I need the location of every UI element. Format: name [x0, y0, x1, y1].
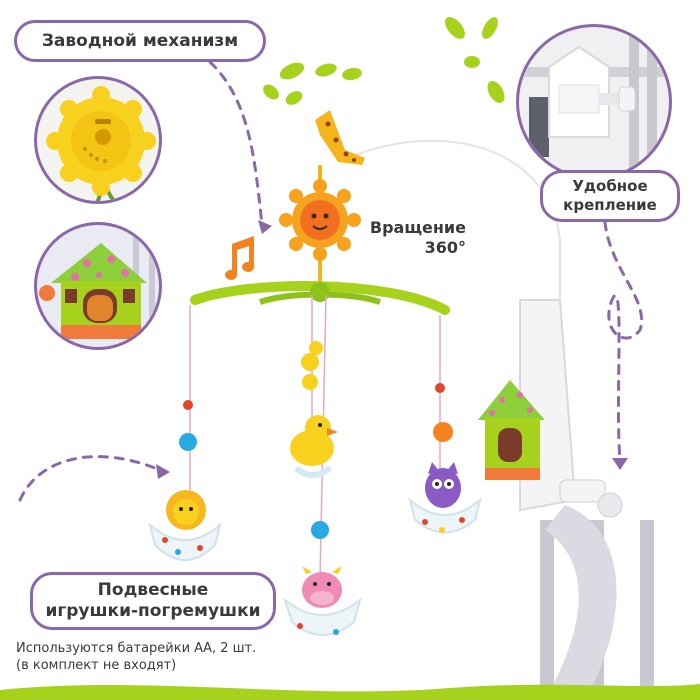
battery-footnote-line2: (в комплект не входят) — [16, 658, 177, 673]
mount-text-line2: крепление — [563, 196, 657, 214]
toys-label: Подвесные игрушки-погремушки — [30, 572, 276, 630]
toys-text-line1: Подвесные — [97, 580, 209, 600]
rotation-label: Вращение 360° — [356, 218, 466, 258]
clamp-icon — [519, 27, 669, 177]
rotation-text-line2: 360° — [424, 238, 466, 257]
battery-footnote: Используются батарейки АА, 2 шт. (в комп… — [16, 640, 336, 674]
music-house-inset — [34, 222, 162, 350]
rotation-text-line1: Вращение — [369, 218, 466, 237]
wind-up-inset — [34, 76, 162, 204]
wind-up-text: Заводной механизм — [41, 31, 239, 51]
mount-label: Удобное крепление — [540, 170, 680, 222]
mount-inset — [516, 24, 672, 180]
wind-up-label: Заводной механизм — [14, 20, 266, 62]
toys-text-line2: игрушки-погремушки — [45, 601, 261, 621]
sun-mechanism-icon — [46, 86, 156, 201]
music-house-icon — [39, 235, 155, 347]
mount-text-line1: Удобное — [572, 177, 648, 195]
battery-footnote-line1: Используются батарейки АА, 2 шт. — [16, 641, 257, 656]
